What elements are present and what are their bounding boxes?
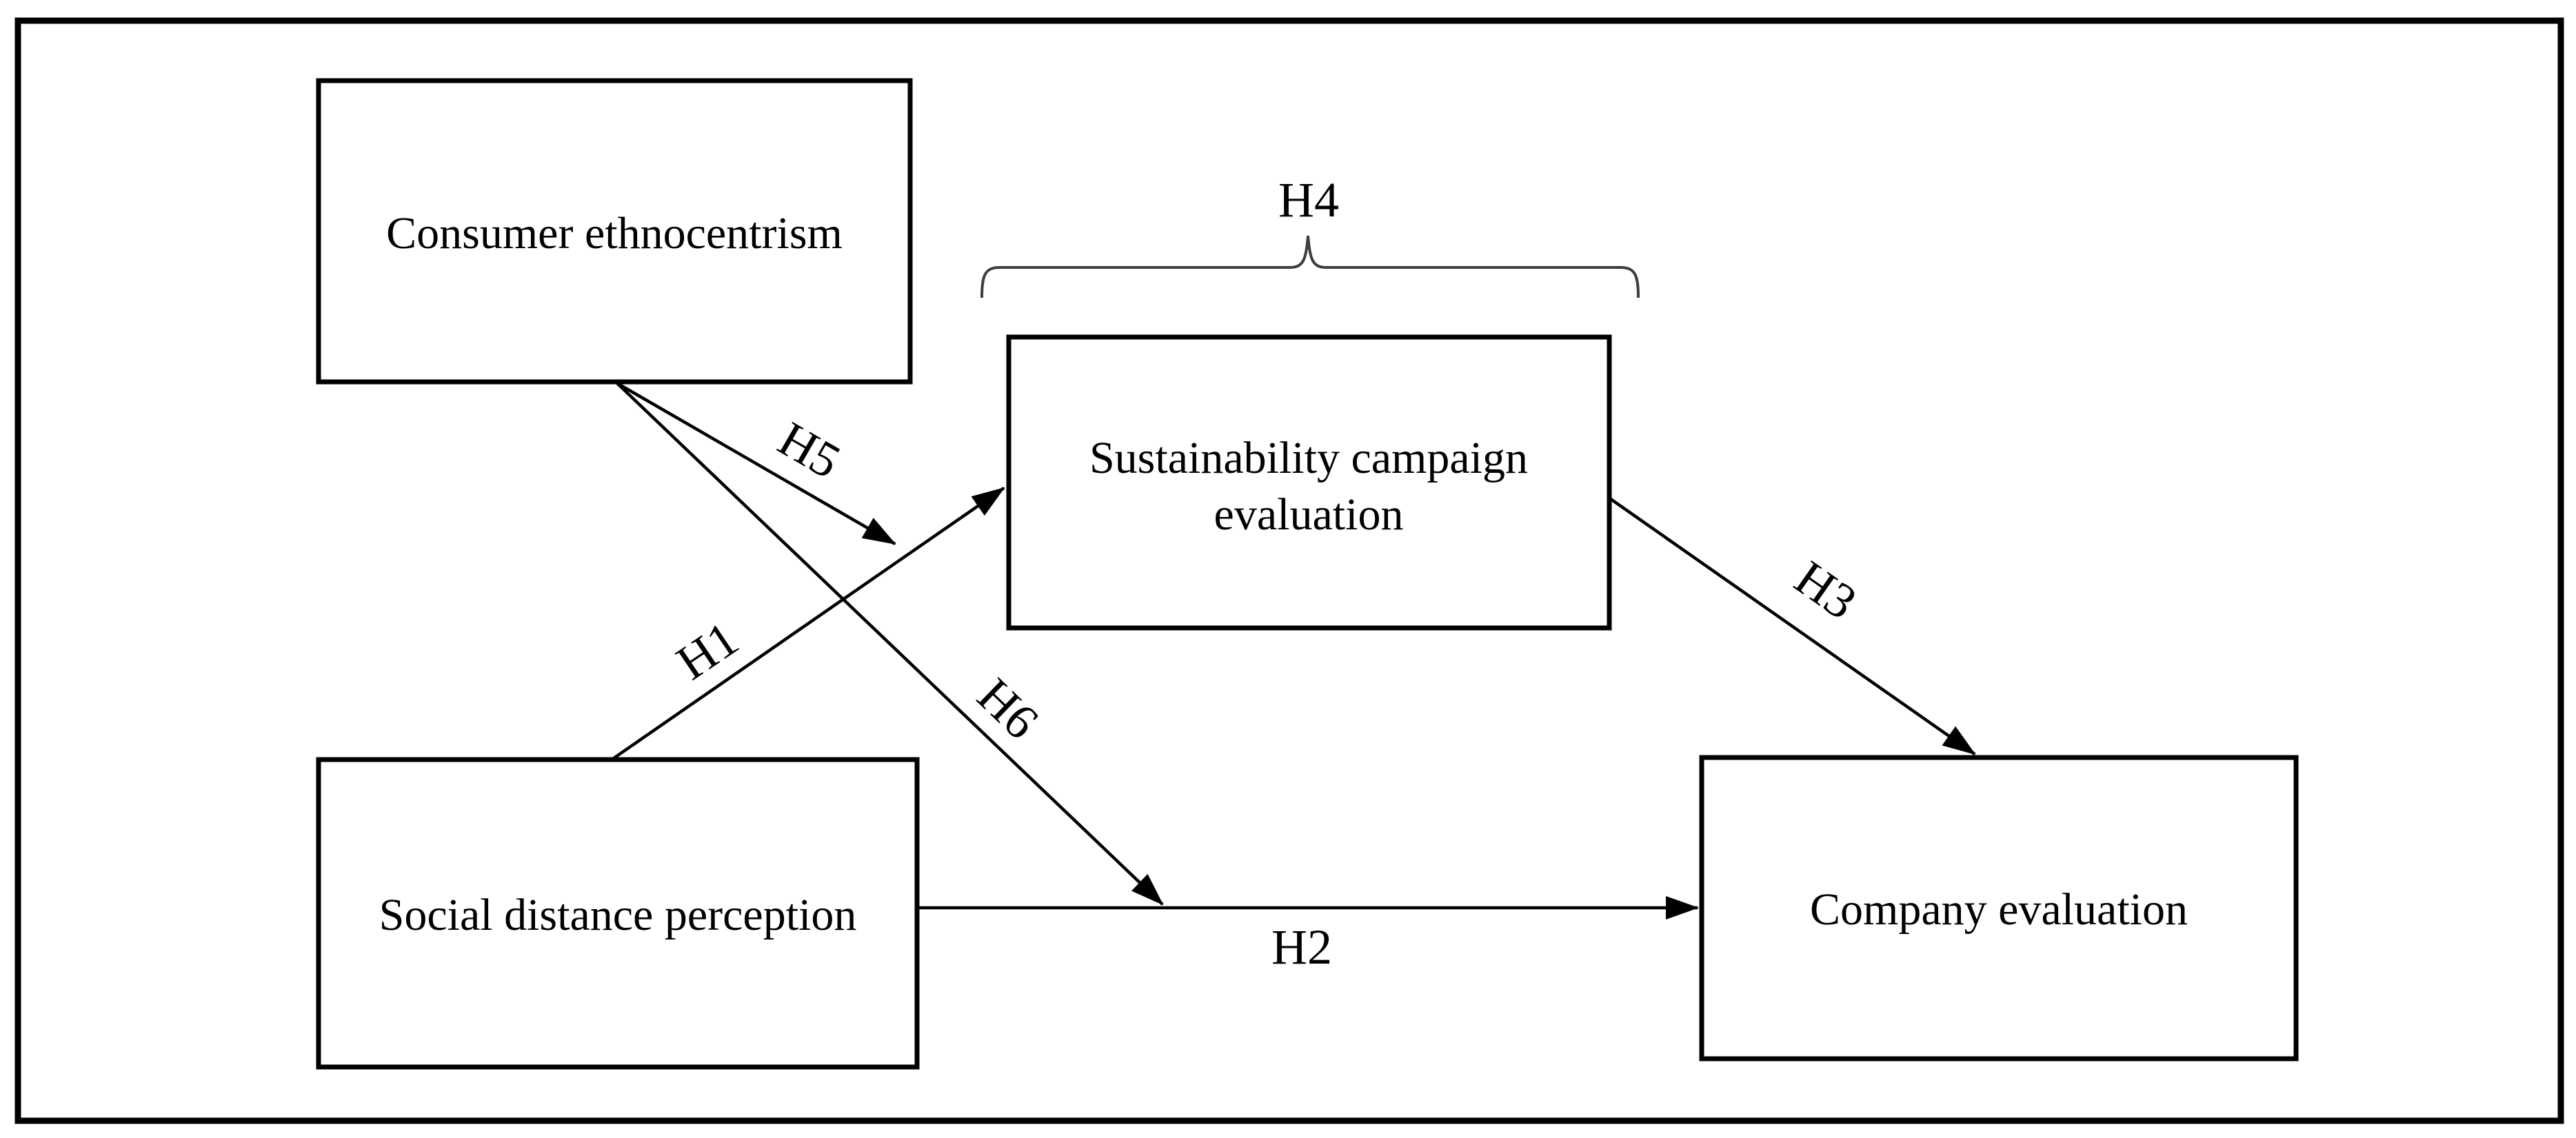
consumer-ethnocentrism-label: Consumer ethnocentrism (386, 208, 843, 258)
h3-label: H3 (1785, 550, 1866, 630)
social-distance-perception-box (316, 757, 920, 1070)
node-social-distance-perception: Social distance perception (316, 757, 920, 1070)
social-distance-perception-label: Social distance perception (379, 890, 857, 940)
h6-label: H6 (967, 668, 1049, 750)
h2-label: H2 (1271, 919, 1332, 975)
arrow-h6 (616, 382, 1164, 906)
h4-label: H4 (1278, 172, 1339, 227)
h4-brace (980, 235, 1640, 298)
arrow-h5 (616, 382, 896, 545)
h1-label: H1 (667, 611, 748, 691)
sustainability-campaign-evaluation-box (1006, 334, 1612, 631)
company-evaluation-label: Company evaluation (1810, 884, 2188, 935)
node-consumer-ethnocentrism: Consumer ethnocentrism (316, 78, 913, 385)
consumer-ethnocentrism-box (316, 78, 913, 385)
figure-border (14, 17, 2564, 1124)
node-company-evaluation: Company evaluation (1699, 755, 2299, 1061)
arrow-h1 (612, 487, 1005, 760)
arrow-h3 (1609, 498, 1976, 755)
sustainability-campaign-evaluation-label-line2: evaluation (1214, 489, 1404, 540)
node-sustainability-campaign-evaluation: Sustainability campaign evaluation (1006, 334, 1612, 631)
sustainability-campaign-evaluation-label-line1: Sustainability campaign (1089, 433, 1528, 483)
company-evaluation-box (1699, 755, 2299, 1061)
